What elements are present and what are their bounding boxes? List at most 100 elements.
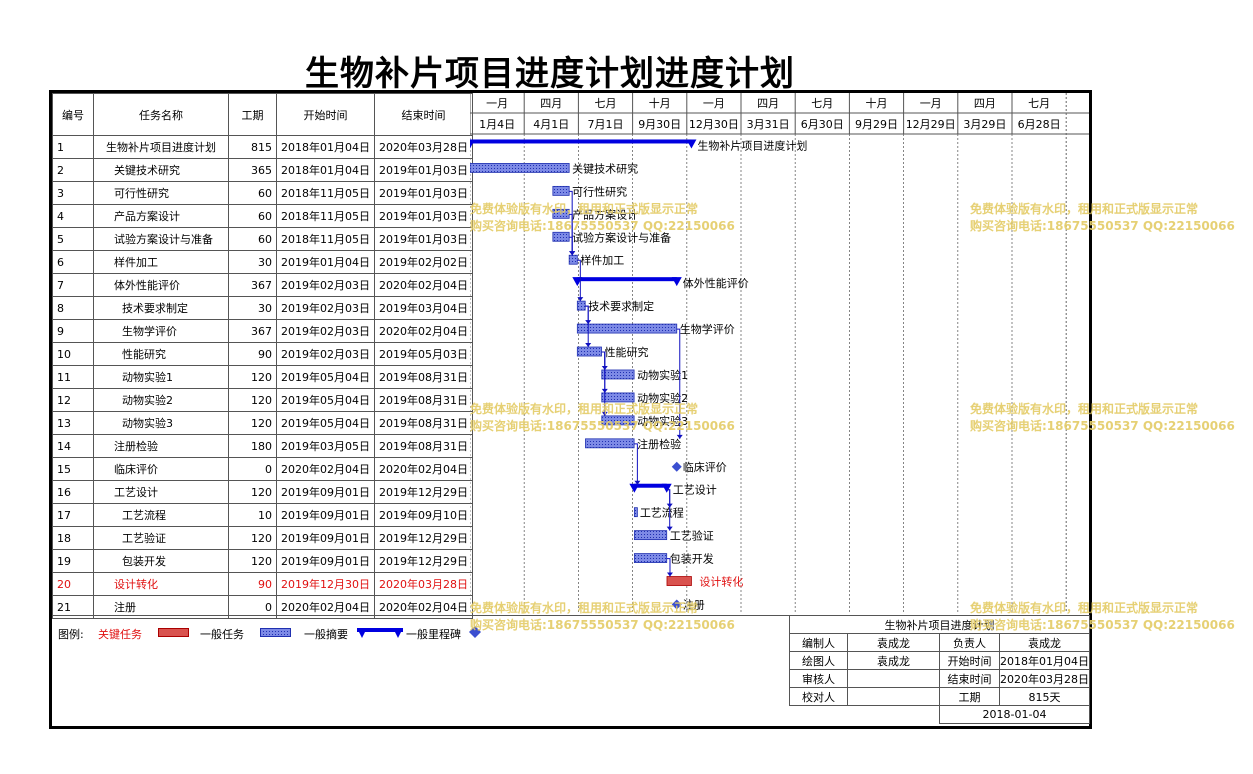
duration-label: 工期 <box>939 687 1000 706</box>
task-bar <box>633 507 638 518</box>
duration-value: 815天 <box>999 687 1090 706</box>
col-header-end: 结束时间 <box>374 93 473 136</box>
bar-label: 临床评价 <box>683 460 727 474</box>
task-duration: 120 <box>228 480 277 504</box>
task-id: 8 <box>52 296 94 320</box>
task-duration: 120 <box>228 549 277 573</box>
task-end: 2019年03月04日 <box>374 296 473 320</box>
task-bar <box>601 392 635 403</box>
task-id: 4 <box>52 204 94 228</box>
task-bar <box>585 438 635 449</box>
task-start: 2018年11月05日 <box>276 227 375 251</box>
task-duration: 120 <box>228 526 277 550</box>
col-header-name: 任务名称 <box>93 93 229 136</box>
drawer-value: 袁成龙 <box>847 651 940 670</box>
editor-value: 袁成龙 <box>847 633 940 652</box>
bar-label: 可行性研究 <box>572 184 627 198</box>
legend-milestone-swatch <box>469 626 481 638</box>
dependency-arrow <box>601 411 608 416</box>
task-start: 2019年02月03日 <box>276 319 375 343</box>
task-bar <box>601 415 635 426</box>
task-name: 工艺流程 <box>93 503 229 527</box>
dependency-arrow <box>585 343 592 348</box>
task-bar <box>552 231 570 242</box>
task-start: 2020年02月04日 <box>276 457 375 481</box>
timescale-top-label: 四月 <box>974 97 996 110</box>
timescale-bottom-label: 3月31日 <box>747 118 790 131</box>
task-bar <box>633 553 668 563</box>
task-name: 生物补片项目进度计划 <box>93 135 229 159</box>
task-start: 2019年02月03日 <box>276 273 375 297</box>
task-bar <box>470 163 570 173</box>
task-id: 18 <box>52 526 94 550</box>
timescale-bottom-label: 12月29日 <box>906 118 956 131</box>
task-duration: 367 <box>228 319 277 343</box>
summary-end-marker <box>686 139 697 149</box>
timescale-top-label: 七月 <box>811 97 833 110</box>
task-bar <box>576 323 678 334</box>
task-start: 2019年02月03日 <box>276 296 375 320</box>
milestone-marker <box>671 461 682 472</box>
task-bar <box>576 300 586 311</box>
bar-label: 生物学评价 <box>680 322 735 336</box>
task-end: 2019年01月03日 <box>374 158 473 182</box>
timescale-top-label: 一月 <box>703 97 725 110</box>
reviewer-value <box>847 669 940 688</box>
task-name: 样件加工 <box>93 250 229 274</box>
task-start: 2019年05月04日 <box>276 388 375 412</box>
bar-label: 生物补片项目进度计划 <box>697 138 807 152</box>
reviewer-label: 审核人 <box>789 669 848 688</box>
task-duration: 0 <box>228 457 277 481</box>
task-end: 2019年09月10日 <box>374 503 473 527</box>
task-id: 1 <box>52 135 94 159</box>
dependency-line <box>569 236 573 256</box>
owner-value: 袁成龙 <box>999 633 1090 652</box>
signature-date: 2018-01-04 <box>939 705 1090 724</box>
timescale-bottom-label: 6月30日 <box>801 118 844 131</box>
task-start: 2018年01月04日 <box>276 158 375 182</box>
task-end: 2020年02月04日 <box>374 457 473 481</box>
task-duration: 120 <box>228 388 277 412</box>
summary-start-marker <box>572 277 583 287</box>
timescale-bottom-label: 4月1日 <box>533 118 569 131</box>
task-start: 2018年01月04日 <box>276 135 375 159</box>
task-name: 注册检验 <box>93 434 229 458</box>
critical-bar <box>666 576 692 586</box>
task-id: 2 <box>52 158 94 182</box>
dependency-arrow <box>666 572 673 577</box>
bar-label: 注册 <box>683 597 705 611</box>
task-start: 2019年03月05日 <box>276 434 375 458</box>
task-duration: 10 <box>228 503 277 527</box>
dependency-line <box>666 489 671 531</box>
legend-critical-swatch <box>158 628 189 637</box>
timescale-top-label: 一月 <box>486 97 508 110</box>
summary-end-marker <box>661 483 672 493</box>
start-value: 2018年01月04日 <box>999 651 1090 670</box>
task-end: 2019年01月03日 <box>374 181 473 205</box>
task-end: 2019年02月02日 <box>374 250 473 274</box>
task-duration: 367 <box>228 273 277 297</box>
task-duration: 90 <box>228 572 277 596</box>
task-id: 9 <box>52 319 94 343</box>
